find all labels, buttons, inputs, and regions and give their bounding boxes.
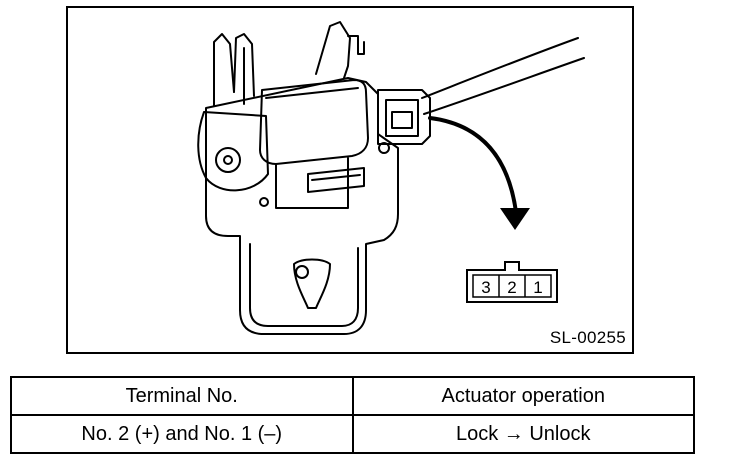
harness-wire-lower — [423, 57, 585, 115]
header-terminal-no: Terminal No. — [10, 376, 354, 416]
table-header-row: Terminal No. Actuator operation — [10, 376, 695, 416]
claw-arm-mid — [233, 33, 255, 97]
trunk-lock-actuator-drawing: 3 2 1 — [197, 21, 585, 335]
base-plate — [205, 77, 399, 335]
connector-face: 3 2 1 — [466, 261, 558, 303]
clip-tab — [347, 35, 365, 55]
pointer-arrowhead — [500, 208, 530, 230]
pivot-outer — [215, 147, 241, 173]
pivot-inner — [223, 155, 233, 165]
table-row: No. 2 (+) and No. 1 (–) Lock → Unlock — [10, 414, 695, 454]
gear-body — [275, 157, 349, 209]
actuator-figure: 3 2 1 SL-00255 — [66, 6, 634, 354]
cell-terminal-no: No. 2 (+) and No. 1 (–) — [10, 414, 354, 454]
latch-outline — [249, 243, 359, 327]
figure-code: SL-00255 — [549, 328, 626, 347]
claw-arm-right — [315, 21, 351, 79]
cell-actuator-operation: Lock → Unlock — [351, 414, 695, 454]
harness-wire-upper — [421, 37, 579, 99]
claw-arm-left — [213, 33, 235, 107]
screw-lower — [259, 197, 269, 207]
cover-left — [197, 111, 269, 192]
rod-slot — [307, 167, 365, 193]
latch-hole — [295, 265, 309, 279]
terminal-operation-table: Terminal No. Actuator operation No. 2 (+… — [10, 376, 695, 454]
pointer-arrow-line — [428, 116, 518, 214]
terminal-1-label: 1 — [533, 278, 542, 297]
terminal-2-label: 2 — [507, 278, 516, 297]
latch-slot — [293, 258, 331, 309]
actuator-connector — [377, 89, 431, 145]
terminal-3-label: 3 — [481, 278, 490, 297]
header-actuator-operation: Actuator operation — [351, 376, 695, 416]
actuator-housing — [259, 79, 369, 165]
